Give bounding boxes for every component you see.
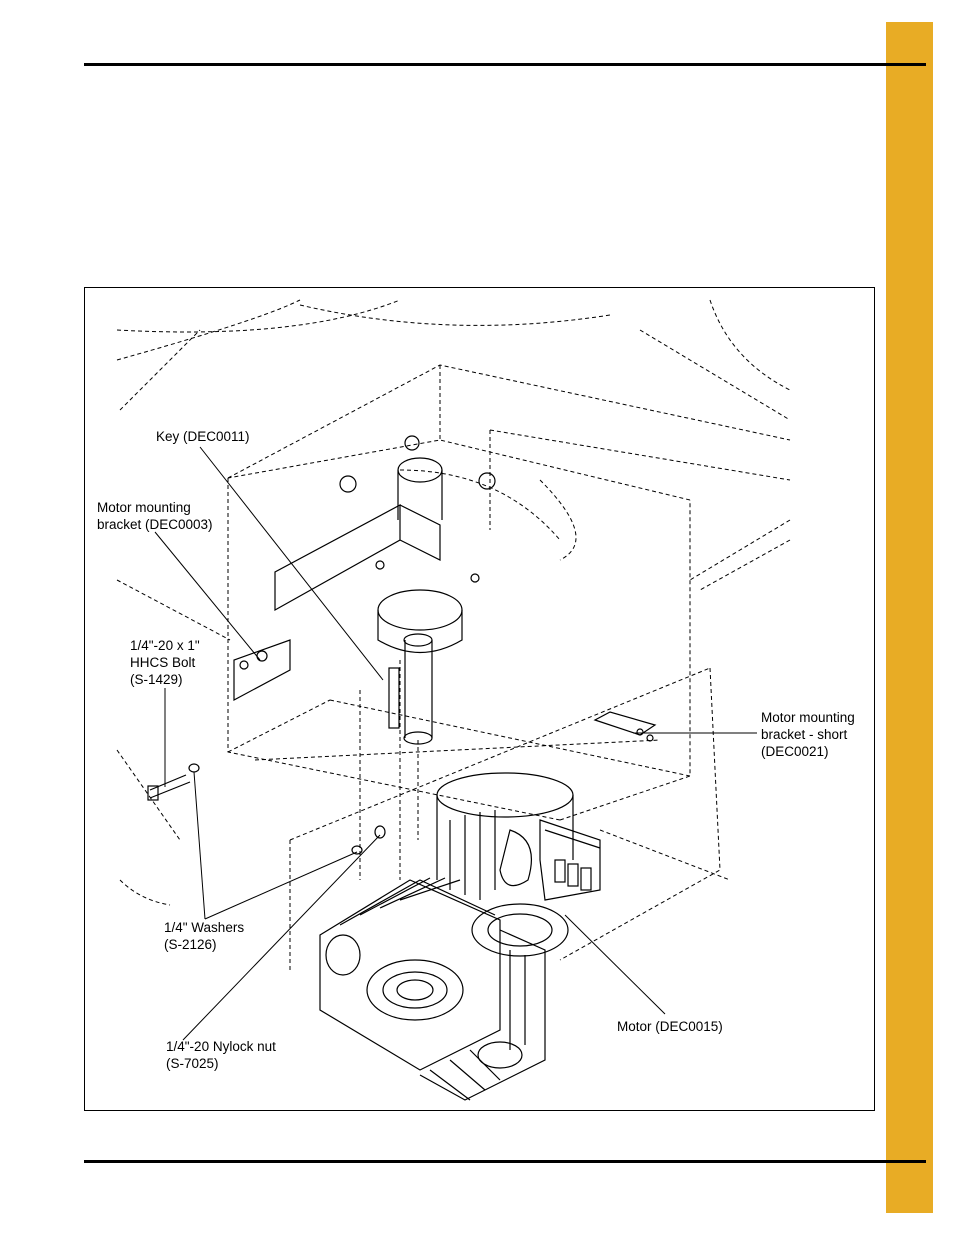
callout-motor: Motor (DEC0015) [617,1019,723,1034]
callout-nylock-nut: 1/4"-20 Nylock nut (S-7025) [166,1039,276,1071]
section-tab [886,22,933,1213]
footer-rule [84,1160,926,1163]
callout-key: Key (DEC0011) [156,429,250,444]
exploded-assembly-drawing [116,299,791,1101]
callout-motor-mounting-bracket-short: Motor mounting bracket - short (DEC0021) [761,710,855,759]
header-rule [84,63,926,66]
callout-motor-mounting-bracket: Motor mounting bracket (DEC0003) [97,500,213,532]
callout-washers: 1/4" Washers (S-2126) [164,920,245,952]
callout-hhcs-bolt: 1/4"-20 x 1" HHCS Bolt (S-1429) [130,638,200,687]
figure-frame [84,287,875,1111]
